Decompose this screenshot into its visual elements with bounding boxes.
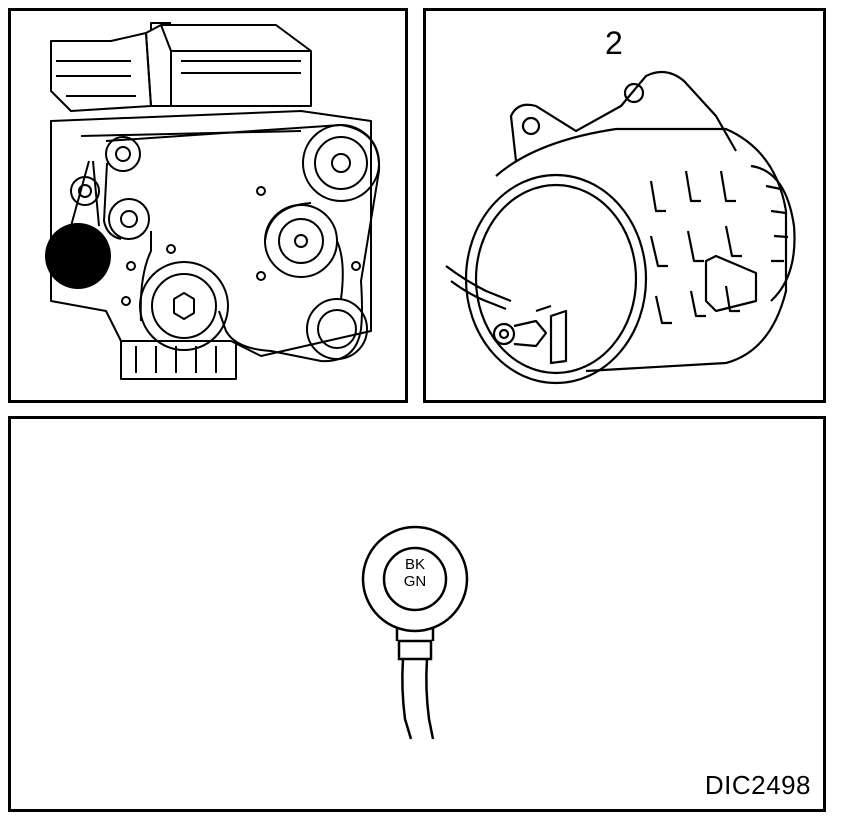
alternator-view-panel: 2 <box>423 8 826 403</box>
engine-drawing <box>45 22 381 380</box>
figure-id: DIC2498 <box>704 770 811 800</box>
alternator-drawing <box>445 70 796 385</box>
wire-color-bottom-label: GN <box>403 573 427 590</box>
connector-view-panel: BK GN DIC2498 <box>8 416 826 812</box>
wire-color-top-label: BK <box>404 556 425 573</box>
engine-view-panel <box>8 8 408 403</box>
alternator-location-marker <box>45 223 111 289</box>
ring-terminal-drawing <box>361 525 469 740</box>
callout-number-2: 2 <box>605 25 623 61</box>
